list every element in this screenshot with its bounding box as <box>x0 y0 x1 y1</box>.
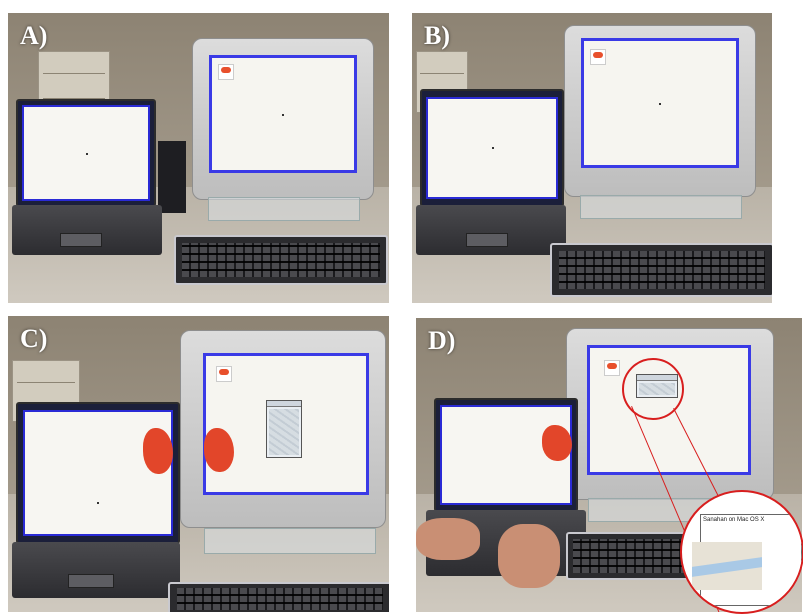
monitor-stand <box>580 195 742 219</box>
panel-label: B) <box>424 21 450 50</box>
cursor-icon <box>492 147 494 149</box>
app-window-part <box>542 425 572 461</box>
right-hand <box>498 524 560 588</box>
touchpad <box>466 233 508 247</box>
monitor-stand <box>208 197 360 221</box>
touchpad <box>60 233 102 247</box>
panel-label: A) <box>20 21 48 50</box>
laptop-screen <box>23 410 173 536</box>
magnified-callout: Sanahan on Mac OS X <box>680 490 803 614</box>
cursor-icon <box>86 153 88 155</box>
cursor-icon <box>97 502 99 504</box>
laptop-lid <box>420 89 564 207</box>
panel-c: C) <box>8 316 389 612</box>
desktop-monitor <box>192 38 374 200</box>
desktop-monitor <box>564 25 756 197</box>
monitor-screen <box>203 353 369 495</box>
laptop-screen <box>426 97 558 199</box>
laptop-base <box>416 205 566 255</box>
monitor-stand <box>204 528 376 554</box>
panel-a: A) <box>8 13 389 303</box>
left-hand <box>416 518 480 560</box>
cursor-icon <box>659 103 661 105</box>
highlight-circle <box>622 358 684 420</box>
monitor-screen <box>209 55 357 173</box>
map-window <box>266 400 302 458</box>
app-window-part <box>204 428 234 472</box>
keyboard <box>168 582 389 612</box>
laptop-base <box>12 542 180 598</box>
laptop-base <box>12 205 162 255</box>
app-icon <box>216 366 232 382</box>
panel-b: B) <box>412 13 772 303</box>
app-icon <box>218 64 234 80</box>
laptop-screen <box>22 105 150 201</box>
keyboard <box>174 235 388 285</box>
app-icon <box>604 360 620 376</box>
laptop-lid <box>16 99 156 207</box>
panel-d: D) <box>416 318 802 612</box>
app-icon <box>590 49 606 65</box>
laptop-lid <box>434 398 578 512</box>
monitor-screen <box>581 38 739 168</box>
panel-label: C) <box>20 324 48 353</box>
computer-tower <box>158 141 186 213</box>
laptop-screen <box>440 405 572 505</box>
touchpad <box>68 574 114 588</box>
callout-title: Sanahan on Mac OS X <box>703 517 765 523</box>
keyboard <box>550 243 772 297</box>
laptop-lid <box>16 402 180 544</box>
desktop-monitor <box>180 330 386 528</box>
cursor-icon <box>282 114 284 116</box>
panel-label: D) <box>428 326 456 355</box>
app-window-part <box>143 428 173 474</box>
